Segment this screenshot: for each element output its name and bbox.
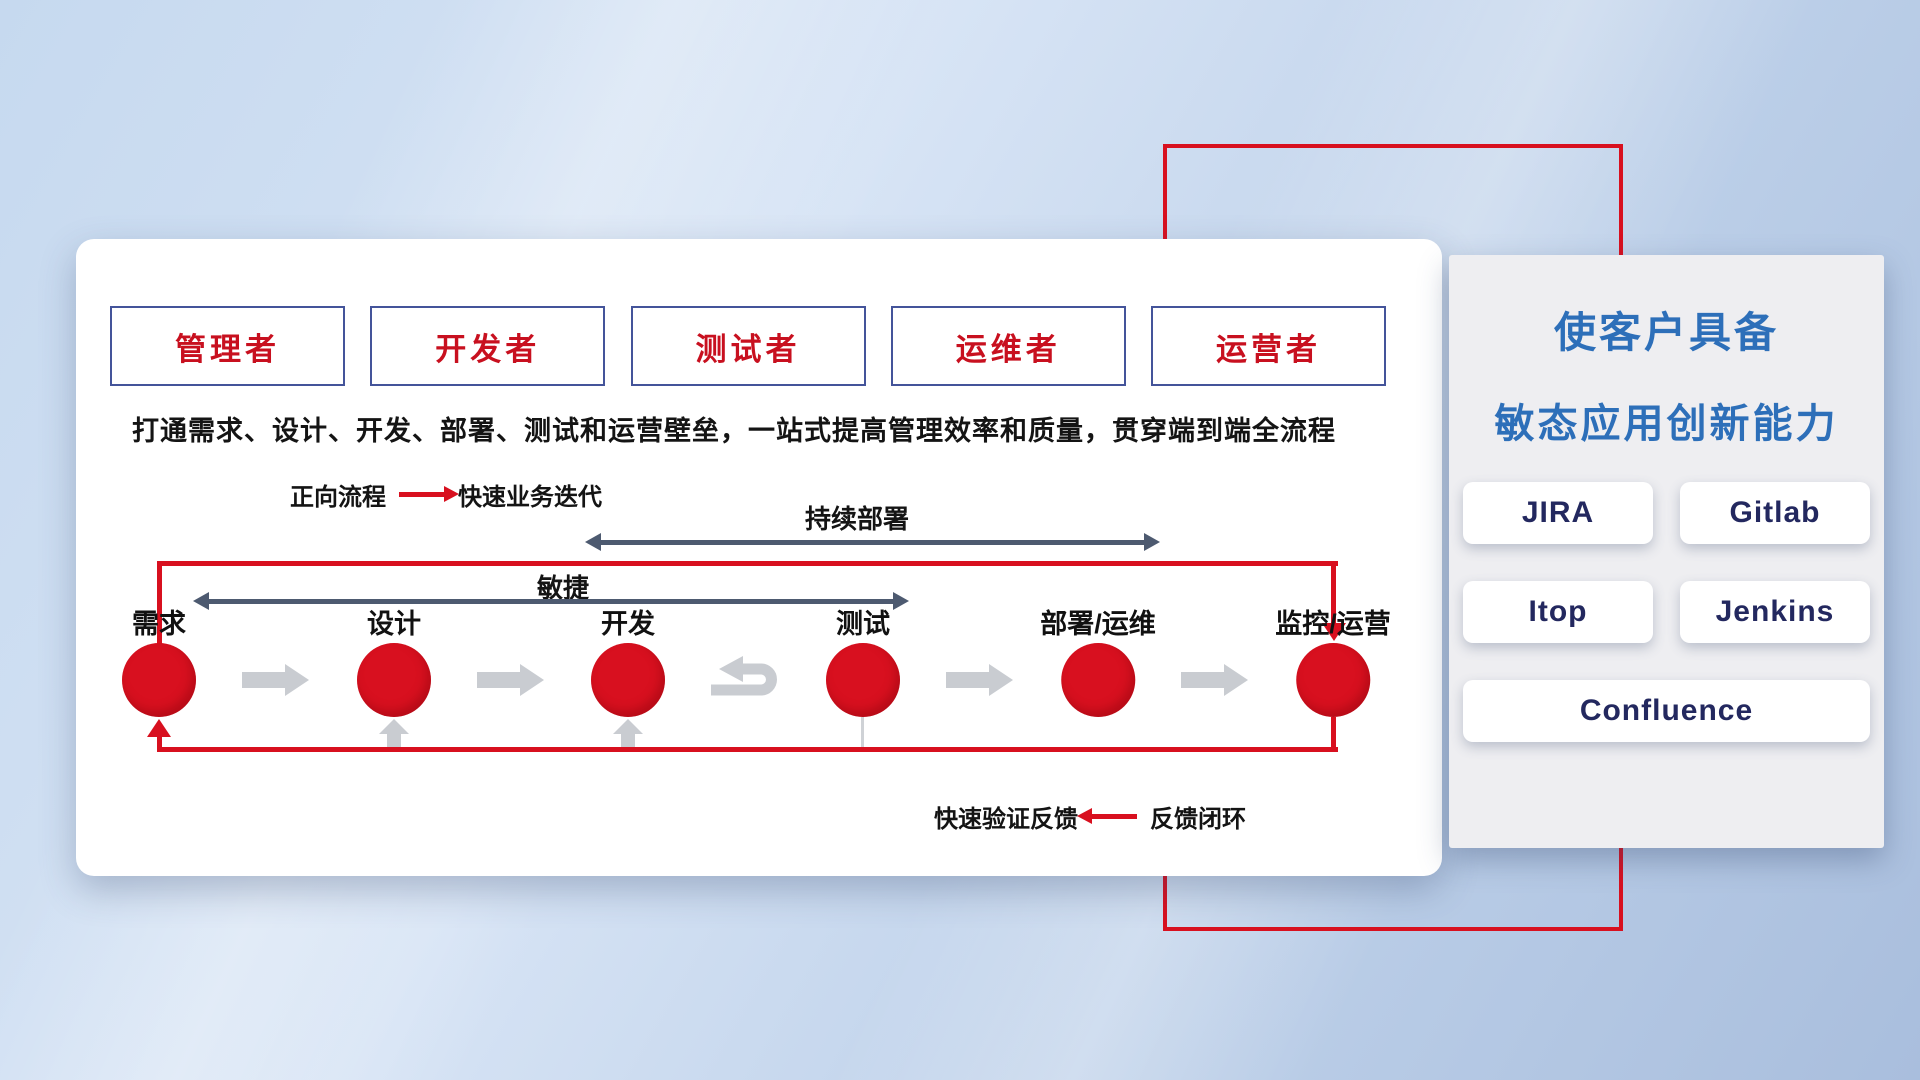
stage-label: 需求 (132, 609, 186, 639)
feedback-arrow-icon (1077, 808, 1137, 824)
feedback-up-arrow-icon (379, 719, 409, 747)
flow-arrow-icon (946, 664, 1013, 696)
stage-dot (591, 643, 665, 717)
devops-flow-card: 管理者 开发者 测试者 运维者 运营者 打通需求、设计、开发、部署、测试和运营壁… (76, 239, 1442, 876)
forward-loop-top-line (159, 561, 1338, 566)
feedback-loop-right-line (1331, 717, 1336, 752)
stage-label: 监控/运营 (1275, 609, 1391, 639)
feedback-loop-legend: 快速验证反馈 反馈闭环 (934, 799, 1246, 834)
agile-label: 敏捷 (536, 573, 590, 603)
roles-row: 管理者 开发者 测试者 运维者 运营者 (110, 306, 1386, 386)
forward-loop-left-line (157, 561, 162, 649)
tools-row: JIRA Gitlab (1463, 482, 1870, 544)
role-box-manager: 管理者 (110, 306, 345, 386)
stage-label: 设计 (367, 609, 421, 639)
feedback-legend-label: 反馈闭环 (1150, 806, 1246, 833)
tool-jira: JIRA (1463, 482, 1653, 544)
stage-monitor-ops: 监控/运营 (1275, 607, 1391, 717)
stage-testing: 测试 (826, 607, 900, 717)
forward-legend-label: 正向流程 (290, 484, 386, 511)
role-box-ops: 运维者 (890, 306, 1126, 386)
capability-panel: 使客户具备 敏态应用创新能力 JIRA Gitlab Itop Jenkins … (1449, 255, 1884, 848)
stage-label: 部署/运维 (1040, 609, 1156, 639)
role-box-tester: 测试者 (630, 306, 866, 386)
feedback-connector-line (861, 717, 864, 748)
feedback-loop-left-line (157, 735, 162, 752)
flow-description: 打通需求、设计、开发、部署、测试和运营壁垒，一站式提高管理效率和质量，贯穿端到端… (132, 416, 1336, 446)
tool-gitlab: Gitlab (1680, 482, 1870, 544)
feedback-loop-arrowhead-icon (147, 719, 171, 737)
stage-deploy-ops: 部署/运维 (1040, 607, 1156, 717)
feedback-up-arrow-icon (613, 719, 643, 747)
role-box-operator: 运营者 (1151, 306, 1386, 386)
stage-dot (122, 643, 196, 717)
continuous-deployment-span-arrow (585, 533, 1160, 551)
stage-label: 测试 (836, 609, 890, 639)
iteration-loop-arrow-icon (705, 653, 785, 710)
stage-dot (1295, 643, 1370, 717)
stage-development: 开发 (591, 607, 665, 717)
panel-title-line2: 敏态应用创新能力 (1494, 402, 1839, 446)
stage-dot (1060, 643, 1135, 717)
tool-jenkins: Jenkins (1680, 581, 1870, 643)
tool-itop: Itop (1463, 581, 1653, 643)
flow-arrow-icon (1181, 664, 1248, 696)
forward-arrow-icon (399, 486, 459, 502)
feedback-loop-bottom-line (159, 747, 1338, 752)
role-box-developer: 开发者 (370, 306, 606, 386)
flow-arrow-icon (477, 664, 544, 696)
tool-confluence: Confluence (1463, 680, 1870, 742)
forward-loop-right-line (1331, 561, 1336, 625)
tools-row: Itop Jenkins (1463, 581, 1870, 643)
forward-legend-caption: 快速业务迭代 (458, 484, 602, 511)
feedback-legend-caption: 快速验证反馈 (934, 806, 1078, 833)
forward-flow-legend: 正向流程 快速业务迭代 (290, 477, 602, 512)
agile-span-arrow (193, 592, 909, 610)
continuous-deployment-label: 持续部署 (804, 504, 910, 534)
stage-dot (826, 643, 900, 717)
stage-design: 设计 (357, 607, 431, 717)
tools-grid: JIRA Gitlab Itop Jenkins Confluence (1463, 482, 1870, 742)
tools-row: Confluence (1463, 680, 1870, 742)
flow-arrow-icon (242, 664, 309, 696)
forward-loop-arrowhead-icon (1322, 623, 1346, 641)
stage-dot (357, 643, 431, 717)
stage-label: 开发 (601, 609, 655, 639)
panel-title-line1: 使客户具备 (1553, 309, 1779, 356)
stage-requirements: 需求 (122, 607, 196, 717)
